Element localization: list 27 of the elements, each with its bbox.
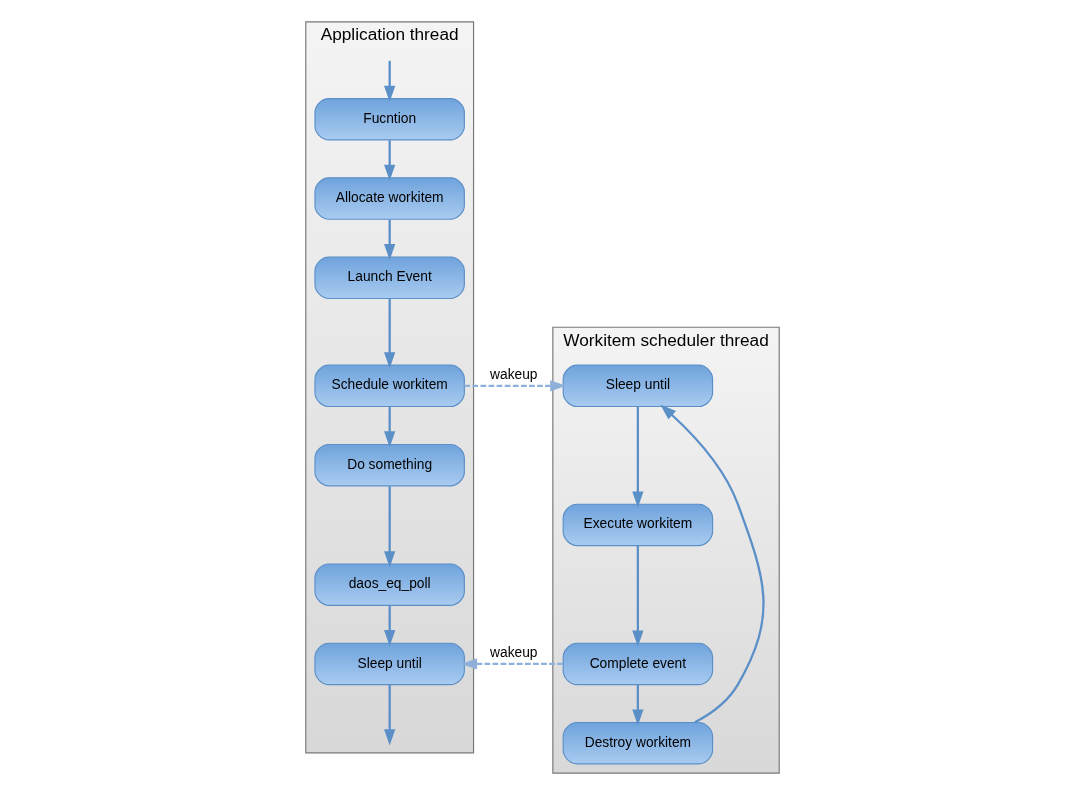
node-box: Do something: [314, 443, 465, 487]
arrow: [660, 404, 765, 724]
arrow: [384, 605, 396, 647]
node-box: Fucntion: [314, 98, 465, 141]
arrow: [384, 219, 396, 261]
arrow: [461, 658, 563, 670]
node-box: Launch Event: [314, 256, 465, 300]
node-box: Schedule workitem: [314, 364, 465, 408]
node-box: Sleep until: [314, 642, 465, 686]
arrow: [464, 380, 567, 392]
node-box: Complete event: [562, 642, 714, 686]
arrow: [384, 298, 396, 369]
arrow: [632, 684, 644, 726]
node-box: Sleep until: [562, 364, 714, 408]
node-box: daos_eq_poll: [314, 563, 465, 606]
arrow: [384, 684, 396, 746]
edge-label: wakeup: [490, 644, 538, 660]
node-box: Allocate workitem: [314, 177, 465, 220]
arrow: [632, 406, 644, 508]
arrow: [384, 60, 396, 102]
node-box: Destroy workitem: [562, 721, 714, 765]
node-box: Execute workitem: [562, 503, 714, 547]
edge-label: wakeup: [490, 366, 538, 382]
arrow: [384, 486, 396, 568]
arrow: [384, 140, 396, 181]
arrow: [384, 406, 396, 448]
arrow: [632, 545, 644, 647]
